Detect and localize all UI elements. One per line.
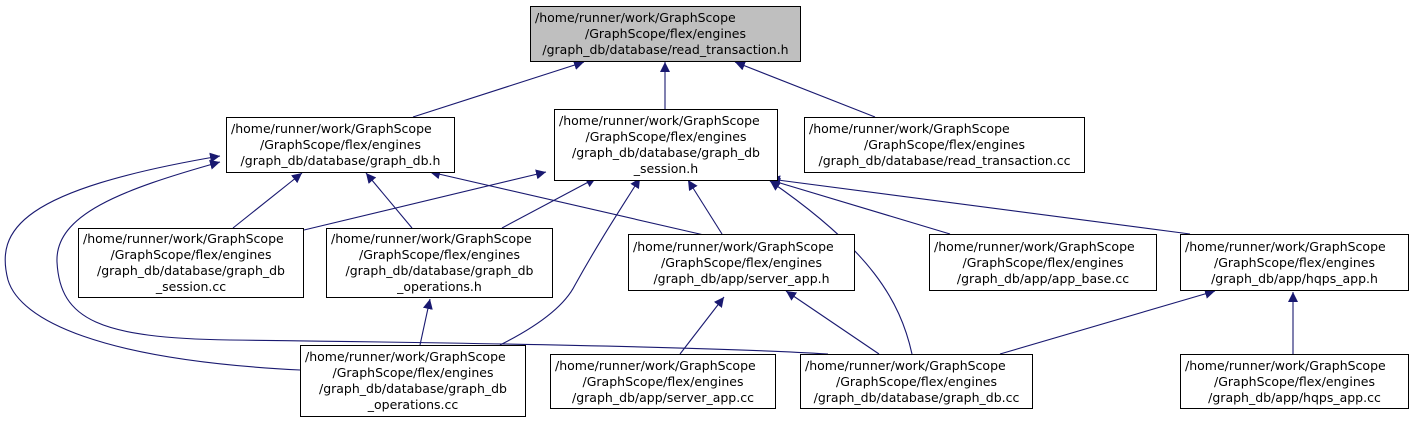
node-line: /home/runner/work/GraphScope [1185, 238, 1386, 254]
edge-graph_db_cc-to-graph_db_session_h [769, 180, 913, 355]
node-read-transaction-h[interactable]: /home/runner/work/GraphScope /GraphScope… [530, 6, 801, 62]
node-line: _operations.cc [367, 397, 459, 412]
edge-graph_db_session_cc-to-graph_db_h [232, 172, 303, 229]
node-line: /home/runner/work/GraphScope [83, 231, 284, 246]
node-line: _session.cc [155, 279, 227, 294]
node-line: /graph_db/app/hqps_app.cc [1208, 389, 1381, 405]
node-line: /GraphScope/flex/engines [585, 129, 747, 144]
edge-graph_db_cc-to-server_app_h [785, 290, 880, 355]
edge-graph_db_cc-to-graph_db_h [56, 159, 829, 355]
edge-read_transaction_cc-to-read_transaction_h [734, 61, 876, 118]
node-line: /GraphScope/flex/engines [260, 137, 421, 152]
node-line: /home/runner/work/GraphScope [555, 357, 756, 373]
node-graph-db-session-h[interactable]: /home/runner/work/GraphScope /GraphScope… [554, 109, 778, 181]
node-hqps-app-cc[interactable]: /home/runner/work/GraphScope /GraphScope… [1180, 354, 1409, 409]
node-line: /GraphScope/flex/engines [332, 365, 494, 380]
node-line: _session.h [633, 161, 699, 176]
node-server-app-cc[interactable]: /home/runner/work/GraphScope /GraphScope… [550, 354, 776, 409]
node-line: /home/runner/work/GraphScope [559, 113, 760, 128]
node-line: /GraphScope/flex/engines [582, 373, 744, 389]
node-line: /GraphScope/flex/engines [1214, 373, 1375, 389]
edge-graph_db_operations_cc-to-graph_db_session_h [499, 177, 641, 346]
node-line: /graph_db/app/server_app.h [653, 270, 830, 286]
node-hqps-app-h[interactable]: /home/runner/work/GraphScope /GraphScope… [1180, 234, 1409, 291]
node-line: _operations.h [397, 279, 482, 294]
edge-graph_db_operations_cc-to-graph_db_operations_h [419, 298, 433, 346]
node-line: /graph_db/database/graph_db.cc [813, 389, 1020, 405]
node-graph-db-h[interactable]: /home/runner/work/GraphScope /GraphScope… [226, 117, 455, 173]
node-app-base-cc[interactable]: /home/runner/work/GraphScope /GraphScope… [929, 234, 1157, 291]
node-line: /home/runner/work/GraphScope [331, 231, 532, 246]
node-line: /home/runner/work/GraphScope [805, 357, 1006, 373]
node-line: /GraphScope/flex/engines [836, 373, 997, 389]
edge-graph_db_operations_h-to-graph_db_session_h [501, 177, 597, 229]
node-line: /graph_db/database/graph_db [571, 145, 760, 160]
node-line: /GraphScope/flex/engines [864, 137, 1025, 152]
node-line: /graph_db/database/read_transaction.h [542, 42, 789, 57]
node-line: /graph_db/app/hqps_app.h [1211, 270, 1378, 286]
edge-server_app_cc-to-server_app_h [679, 296, 725, 355]
node-line: /GraphScope/flex/engines [359, 247, 520, 262]
node-line: /home/runner/work/GraphScope [231, 121, 432, 136]
node-line: /graph_db/database/read_transaction.cc [818, 153, 1071, 168]
node-line: /graph_db/database/graph_db [345, 263, 534, 278]
node-graph-db-operations-cc[interactable]: /home/runner/work/GraphScope /GraphScope… [300, 345, 526, 417]
edge-graph_db_session_cc-to-graph_db_session_h [303, 169, 547, 231]
node-line: /home/runner/work/GraphScope [1185, 357, 1386, 373]
node-line: /home/runner/work/GraphScope [305, 349, 506, 364]
edge-hqps_app_h-to-graph_db_session_h [769, 175, 1191, 235]
edge-server_app_h-to-graph_db_h [429, 169, 705, 236]
node-line: /GraphScope/flex/engines [585, 26, 746, 41]
node-line: /graph_db/app/server_app.cc [572, 389, 754, 405]
edge-app_base_cc-to-graph_db_session_h [769, 178, 951, 235]
node-line: /GraphScope/flex/engines [110, 247, 272, 262]
dependency-edges [4, 60, 1298, 371]
node-line: /home/runner/work/GraphScope [809, 121, 1010, 136]
edge-graph_db_operations_h-to-graph_db_h [365, 172, 413, 229]
node-line: /GraphScope/flex/engines [962, 254, 1124, 270]
node-line: /graph_db/database/graph_db [318, 381, 507, 396]
edge-server_app_h-to-graph_db_session_h [687, 179, 723, 235]
node-graph-db-session-cc[interactable]: /home/runner/work/GraphScope /GraphScope… [78, 228, 304, 298]
node-line: /GraphScope/flex/engines [661, 254, 822, 270]
node-line: /home/runner/work/GraphScope [633, 238, 834, 254]
node-line: /graph_db/app/app_base.cc [956, 270, 1130, 286]
edge-graph_db_cc-to-hqps_app_h [999, 289, 1216, 355]
node-line: /graph_db/database/graph_db.h [240, 153, 441, 168]
node-line: /graph_db/database/graph_db [96, 263, 285, 278]
node-line: /GraphScope/flex/engines [1214, 254, 1375, 270]
node-line: /home/runner/work/GraphScope [934, 238, 1135, 254]
node-graph-db-cc[interactable]: /home/runner/work/GraphScope /GraphScope… [800, 354, 1033, 409]
edge-graph_db_h-to-read_transaction_h [412, 60, 585, 118]
node-read-transaction-cc[interactable]: /home/runner/work/GraphScope /GraphScope… [804, 117, 1085, 173]
node-line: /home/runner/work/GraphScope [535, 10, 736, 25]
edge-graph_db_operations_cc-to-graph_db_h [4, 152, 301, 371]
node-graph-db-operations-h[interactable]: /home/runner/work/GraphScope /GraphScope… [326, 228, 553, 298]
node-server-app-h[interactable]: /home/runner/work/GraphScope /GraphScope… [628, 234, 855, 291]
